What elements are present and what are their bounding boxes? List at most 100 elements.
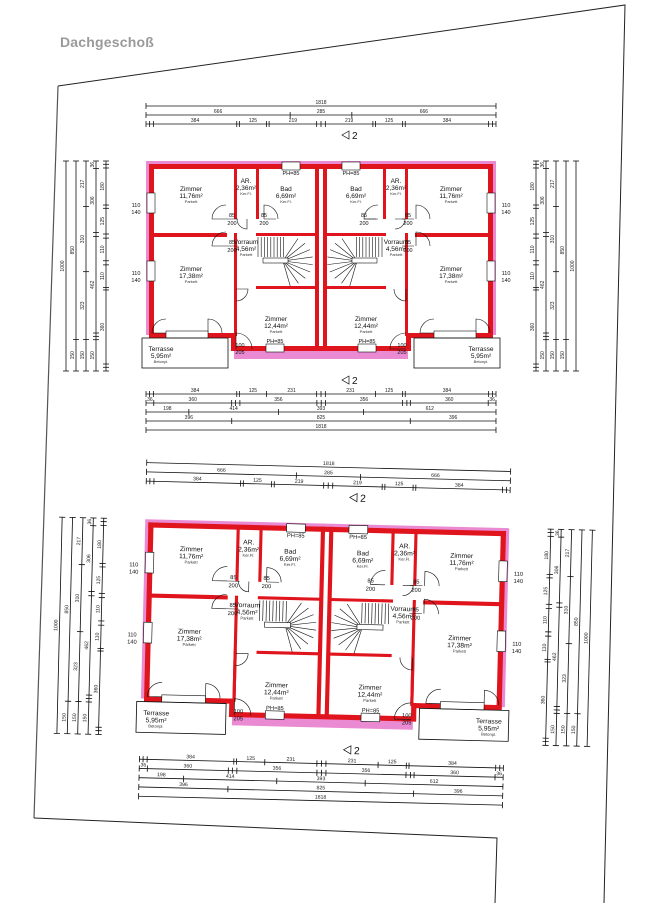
interior bbox=[152, 167, 490, 335]
dimension-label: 36 bbox=[555, 530, 561, 536]
dimension-label: 150 bbox=[550, 725, 556, 734]
side-window-h-label: 140 bbox=[131, 278, 140, 284]
dimension-label: 306 bbox=[86, 554, 92, 563]
window-north-east bbox=[341, 161, 361, 171]
terrace-west bbox=[135, 700, 227, 735]
door-width-label: 85 bbox=[229, 603, 236, 609]
door-width-label: 85 bbox=[367, 578, 374, 584]
stair-winder bbox=[282, 260, 299, 284]
door-bad-west bbox=[266, 567, 282, 583]
stair-winder bbox=[334, 260, 358, 279]
section-marker-top: 2 bbox=[352, 131, 358, 142]
window-west-lower bbox=[146, 260, 156, 282]
door-zimmer-se bbox=[393, 288, 407, 302]
terrace-door-frame-west bbox=[165, 330, 209, 339]
window-south-west bbox=[265, 343, 285, 353]
stair-tread bbox=[269, 600, 271, 622]
room-area: 5,95m² bbox=[151, 353, 172, 360]
room-area: 11,76m² bbox=[449, 560, 474, 568]
dimension-line bbox=[66, 517, 73, 734]
window-west-upper bbox=[144, 551, 155, 574]
side-window-w-label: 110 bbox=[129, 562, 138, 568]
dimension-label: 36 bbox=[147, 397, 153, 403]
wall-zimmer-ne-south bbox=[423, 600, 502, 607]
dimension-label: 285 bbox=[317, 109, 326, 115]
door-width-label: 85 bbox=[229, 240, 235, 246]
wall-ar-west bbox=[234, 167, 237, 219]
dimension-label: 850 bbox=[560, 246, 566, 255]
stair-landing bbox=[356, 624, 384, 631]
dimension-label: 231 bbox=[287, 757, 296, 763]
room-floor: Ker.Fl. bbox=[280, 199, 292, 204]
dimension-label: 356 bbox=[362, 768, 371, 774]
entry-door-width-label-east: 100 bbox=[402, 713, 412, 719]
door-height-label: 200 bbox=[403, 221, 412, 227]
dimension-label: 384 bbox=[448, 761, 457, 767]
party-wall-east bbox=[324, 526, 334, 718]
door-width-label: 85 bbox=[405, 240, 411, 246]
stair-tread bbox=[371, 603, 373, 624]
dimension-label: 612 bbox=[430, 779, 439, 785]
dimension-label: 306 bbox=[554, 565, 560, 574]
dimension-label: 110 bbox=[530, 245, 536, 253]
room-name: AR. bbox=[399, 543, 411, 550]
room-area: 2,36m² bbox=[236, 185, 257, 192]
dimension-label: 1818 bbox=[315, 424, 326, 430]
door-width-label: 85 bbox=[413, 580, 420, 586]
room-name: Zimmer bbox=[440, 266, 463, 273]
room-area: 6,69m² bbox=[279, 556, 301, 563]
side-window-w-label: 110 bbox=[127, 632, 136, 638]
room-name: Zimmer bbox=[178, 628, 202, 636]
room-area: 5,95m² bbox=[478, 725, 500, 732]
room-area: 4,56m² bbox=[386, 246, 407, 253]
staircase-east bbox=[331, 602, 390, 654]
side-window-w-label: 110 bbox=[514, 572, 523, 578]
dimension-line bbox=[139, 777, 503, 787]
terrace-east bbox=[413, 337, 501, 369]
dimension-label: 356 bbox=[273, 766, 282, 772]
room-floor: Parkett bbox=[184, 559, 198, 564]
dimension-label: 36 bbox=[489, 397, 495, 403]
dimension-label: 462 bbox=[540, 280, 546, 289]
entry-door-width-label-east: 100 bbox=[397, 343, 406, 349]
room-area: 6,69m² bbox=[346, 193, 367, 200]
stair-tread bbox=[279, 600, 281, 622]
floor-plan-upper: Zimmer11,76m²ParkettAR.2,36m²Ker.Fl.Bad6… bbox=[60, 100, 579, 433]
window-north-east bbox=[348, 524, 369, 535]
dimension-label: 110 bbox=[95, 632, 101, 640]
dimension-label: 217 bbox=[565, 549, 571, 558]
stair-tread bbox=[368, 602, 370, 624]
stair-tread bbox=[387, 603, 390, 625]
dimension-label: 150 bbox=[540, 351, 546, 360]
site-boundary-left bbox=[33, 85, 59, 819]
dimension-label: 125 bbox=[388, 759, 397, 765]
room-floor: Ker.Fl. bbox=[357, 564, 369, 569]
dimension-label: 384 bbox=[455, 483, 464, 489]
room-name: Zimmer bbox=[450, 553, 474, 561]
dimension-label: 825 bbox=[317, 415, 326, 421]
room-name: AR. bbox=[243, 539, 255, 546]
stair-tread bbox=[265, 600, 267, 622]
terrace-cutout-east bbox=[412, 705, 507, 739]
room-area: 11,76m² bbox=[179, 553, 204, 561]
dimension-label: 396 bbox=[454, 789, 463, 795]
room-floor: Parkett bbox=[455, 566, 469, 571]
room-floor: Parkett bbox=[240, 615, 254, 620]
room-area: 6,69m² bbox=[352, 557, 374, 564]
room-floor: Parkett bbox=[270, 329, 284, 334]
room-area: 12,44m² bbox=[354, 323, 379, 330]
side-window-w-label: 110 bbox=[132, 203, 141, 209]
parapet-label-sw: PH=85 bbox=[267, 339, 284, 345]
room-name: Zimmer bbox=[359, 684, 383, 692]
dim-right-col5: 1000 bbox=[584, 529, 596, 747]
room-floor: Parkett bbox=[396, 619, 410, 624]
terrace-door-frame-east bbox=[433, 330, 477, 339]
dimension-label: 666 bbox=[214, 109, 223, 115]
door-height-label: 200 bbox=[227, 221, 236, 227]
